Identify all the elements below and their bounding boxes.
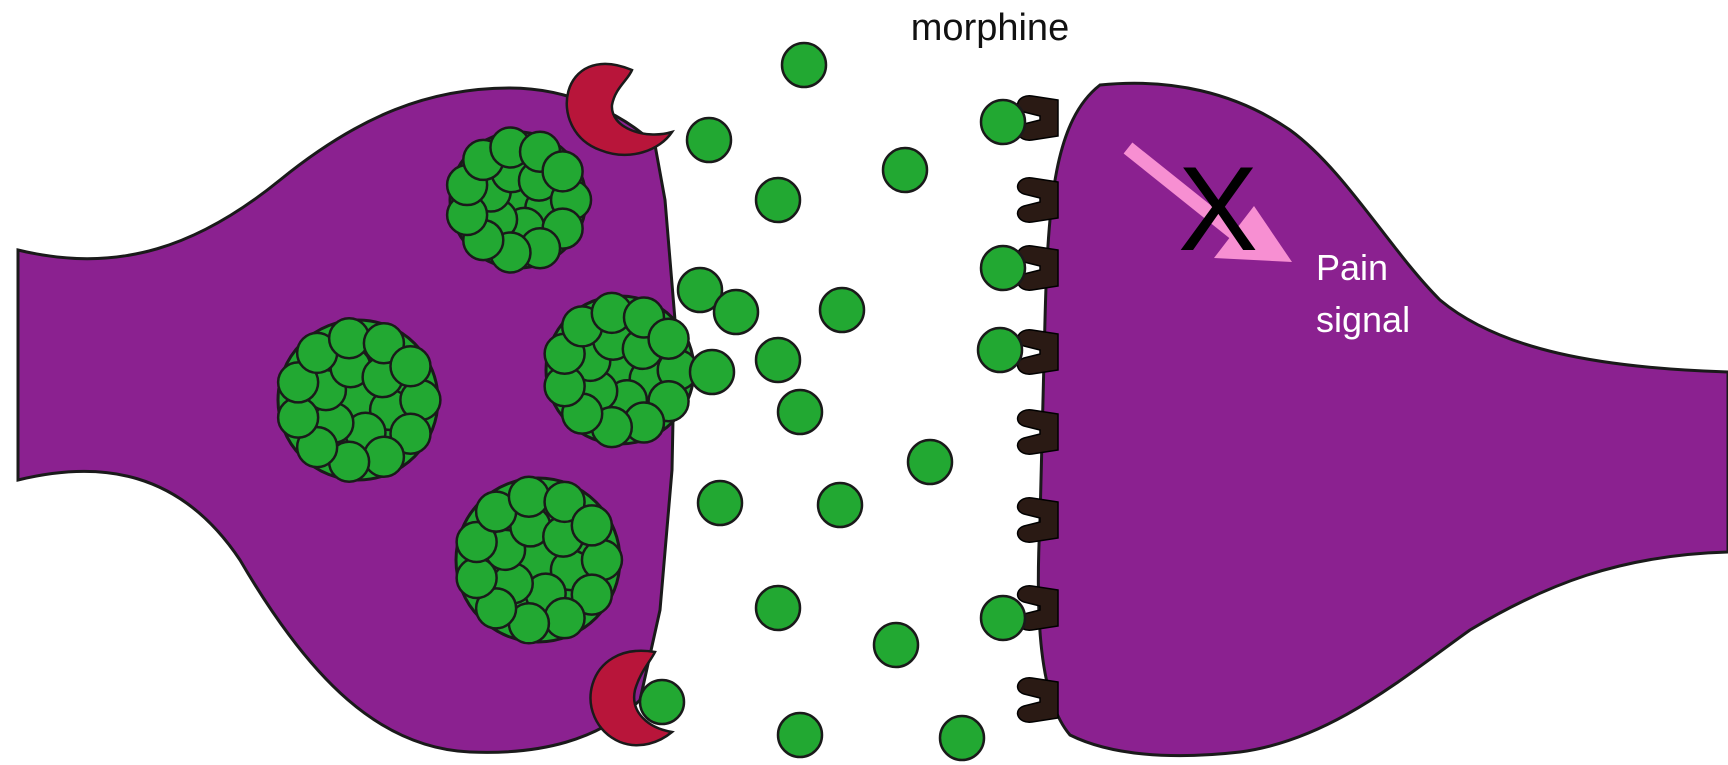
neurotransmitter-molecule <box>782 43 826 87</box>
neurotransmitter-molecule <box>981 246 1025 290</box>
vesicle-molecule <box>509 477 549 517</box>
neurotransmitter-molecule <box>640 680 684 724</box>
vesicle-molecule <box>545 598 585 638</box>
molecule-group <box>640 43 1025 760</box>
morphine-label: morphine <box>911 7 1069 49</box>
vesicle-molecule <box>364 437 404 477</box>
neurotransmitter-molecule <box>698 481 742 525</box>
postsynaptic-neuron <box>1038 83 1728 755</box>
signal-label: signal <box>1316 299 1410 340</box>
neurotransmitter-molecule <box>883 148 927 192</box>
neurotransmitter-molecule <box>756 338 800 382</box>
neurotransmitter-molecule <box>874 623 918 667</box>
pain-label: Pain <box>1316 247 1388 288</box>
opioid-receptor <box>1018 498 1058 542</box>
vesicle-molecule <box>457 558 497 598</box>
opioid-receptor <box>1018 410 1058 454</box>
blocked-x-mark: X <box>1178 142 1258 276</box>
neurotransmitter-molecule <box>756 586 800 630</box>
neurotransmitter-molecule <box>778 713 822 757</box>
opioid-receptor <box>1018 678 1058 722</box>
autoreceptor-top <box>567 64 672 155</box>
vesicle <box>456 477 622 644</box>
neurotransmitter-molecule <box>756 178 800 222</box>
neurotransmitter-molecule <box>778 390 822 434</box>
neurotransmitter-molecule <box>820 288 864 332</box>
vesicle-molecule <box>390 346 430 386</box>
neurotransmitter-molecule <box>908 440 952 484</box>
neurotransmitter-molecule <box>687 118 731 162</box>
opioid-receptor <box>1018 330 1058 374</box>
neurotransmitter-molecule <box>940 716 984 760</box>
vesicle-molecule <box>543 151 583 191</box>
neurotransmitter-molecule <box>714 290 758 334</box>
vesicle-molecule <box>329 318 369 358</box>
vesicle-molecule <box>572 505 612 545</box>
opioid-receptor <box>1018 178 1058 222</box>
neurotransmitter-molecule <box>690 350 734 394</box>
neurotransmitter-molecule <box>981 100 1025 144</box>
vesicle-molecule <box>649 319 689 359</box>
neurotransmitter-molecule <box>978 328 1022 372</box>
neurotransmitter-molecule <box>818 483 862 527</box>
neurotransmitter-molecule <box>981 596 1025 640</box>
